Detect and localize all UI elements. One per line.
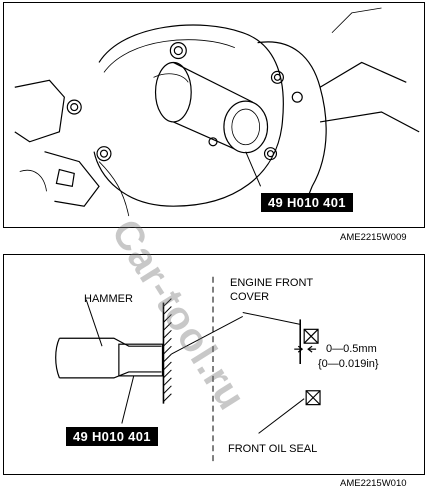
top-illustration-panel: 49 H010 401 [3,2,425,228]
seal-installation-diagram [55,276,321,464]
dimension-in-label: {0—0.019in} [318,358,379,370]
hammer-label: HAMMER [84,293,133,305]
dimension-mm-label: 0—0.5mm [326,343,377,355]
figure-code-top: AME2215W009 [340,232,407,243]
engine-front-cover-label-line1: ENGINE FRONT [230,277,314,289]
tool-number-label-bottom: 49 H010 401 [66,427,158,446]
bottom-diagram-panel: HAMMER ENGINE FRONT COVER 0—0.5mm {0—0.0… [3,254,425,475]
tool-number-label: 49 H010 401 [261,193,353,212]
engine-front-cover-label-line2: COVER [230,291,270,303]
engine-cover-drawing [14,7,420,217]
front-oil-seal-label: FRONT OIL SEAL [228,443,318,455]
figure-code-bottom: AME2215W010 [340,478,407,489]
